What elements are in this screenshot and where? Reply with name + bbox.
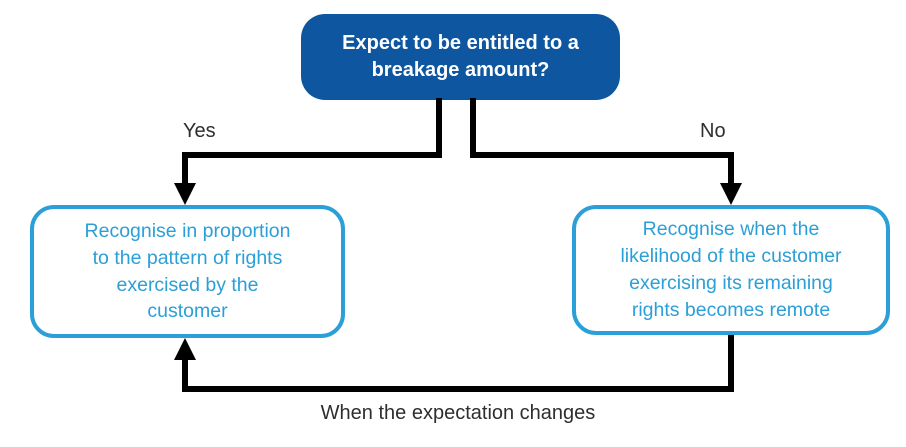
no-branch-label: No (700, 120, 726, 142)
feedback-rise-line (182, 358, 188, 392)
yes-branch-horizontal-line (182, 152, 442, 158)
no-branch-drop-line (728, 152, 734, 186)
feedback-drop-line (728, 335, 734, 392)
feedback-label: When the expectation changes (320, 402, 596, 424)
no-branch-horizontal-line (470, 152, 734, 158)
decision-node: Expect to be entitled to a breakage amou… (301, 14, 620, 100)
yes-arrow-down-icon (174, 183, 196, 205)
feedback-arrow-up-icon (174, 338, 196, 360)
yes-branch-stem-line (436, 98, 442, 158)
outcome-node-no: Recognise when the likelihood of the cus… (572, 205, 890, 335)
yes-branch-label: Yes (183, 120, 216, 142)
outcome-node-yes: Recognise in proportion to the pattern o… (30, 205, 345, 338)
no-arrow-down-icon (720, 183, 742, 205)
yes-branch-drop-line (182, 152, 188, 186)
no-branch-stem-line (470, 98, 476, 158)
feedback-horizontal-line (182, 386, 734, 392)
